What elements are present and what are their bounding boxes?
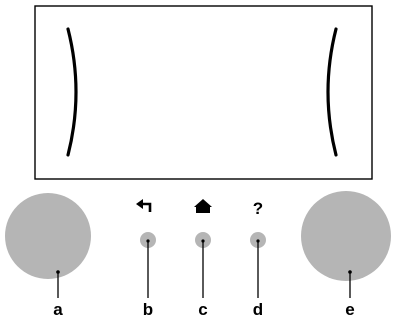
home-icon bbox=[194, 199, 212, 213]
display-frame bbox=[34, 5, 373, 180]
back-button[interactable]: b bbox=[136, 199, 156, 319]
leader-dot-d bbox=[256, 239, 260, 243]
callout-label-d: d bbox=[253, 300, 263, 319]
right-dial[interactable]: e bbox=[301, 191, 391, 319]
leader-dot-b bbox=[146, 239, 150, 243]
home-button[interactable]: c bbox=[194, 199, 212, 319]
callout-label-a: a bbox=[53, 300, 63, 319]
left-dial[interactable]: a bbox=[5, 193, 91, 319]
callout-label-c: c bbox=[198, 300, 207, 319]
display-screen bbox=[34, 5, 373, 180]
right-dial-knob[interactable] bbox=[301, 191, 391, 281]
left-dial-knob[interactable] bbox=[5, 193, 91, 279]
left-bracket-curve bbox=[66, 27, 78, 157]
help-button[interactable]: ? d bbox=[250, 199, 266, 319]
leader-dot-a bbox=[56, 270, 60, 274]
callout-label-b: b bbox=[143, 300, 153, 319]
callout-label-e: e bbox=[345, 300, 354, 319]
back-arrow-icon bbox=[136, 199, 152, 212]
leader-dot-e bbox=[348, 270, 352, 274]
question-mark-icon: ? bbox=[253, 199, 263, 218]
right-bracket-curve bbox=[326, 27, 338, 157]
leader-dot-c bbox=[201, 239, 205, 243]
